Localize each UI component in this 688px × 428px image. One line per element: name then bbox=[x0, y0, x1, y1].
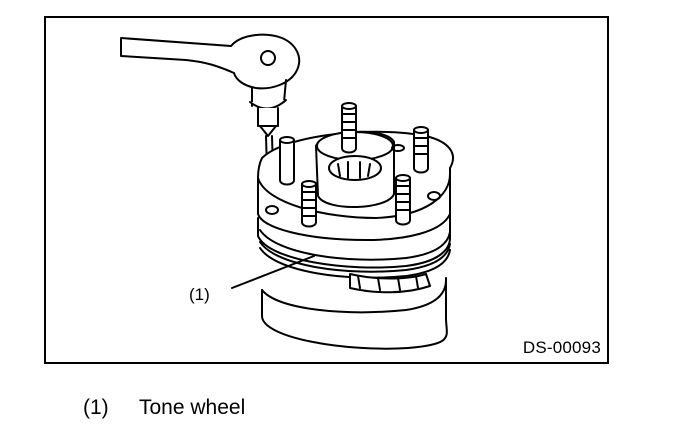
hub-assembly-drawing bbox=[120, 33, 454, 350]
legend-number: (1) bbox=[83, 396, 109, 419]
housing bbox=[257, 130, 454, 350]
wheel-studs bbox=[279, 102, 429, 228]
bolt-holes bbox=[265, 144, 441, 215]
legend-item: (1) Tone wheel bbox=[83, 396, 245, 420]
callout-label: (1) bbox=[189, 285, 210, 304]
legend-label: Tone wheel bbox=[139, 396, 246, 419]
wrench bbox=[120, 33, 301, 110]
figure-code: DS-00093 bbox=[522, 338, 601, 357]
callout-leader bbox=[231, 255, 315, 289]
figure-frame: (1) DS-00093 bbox=[44, 16, 609, 364]
